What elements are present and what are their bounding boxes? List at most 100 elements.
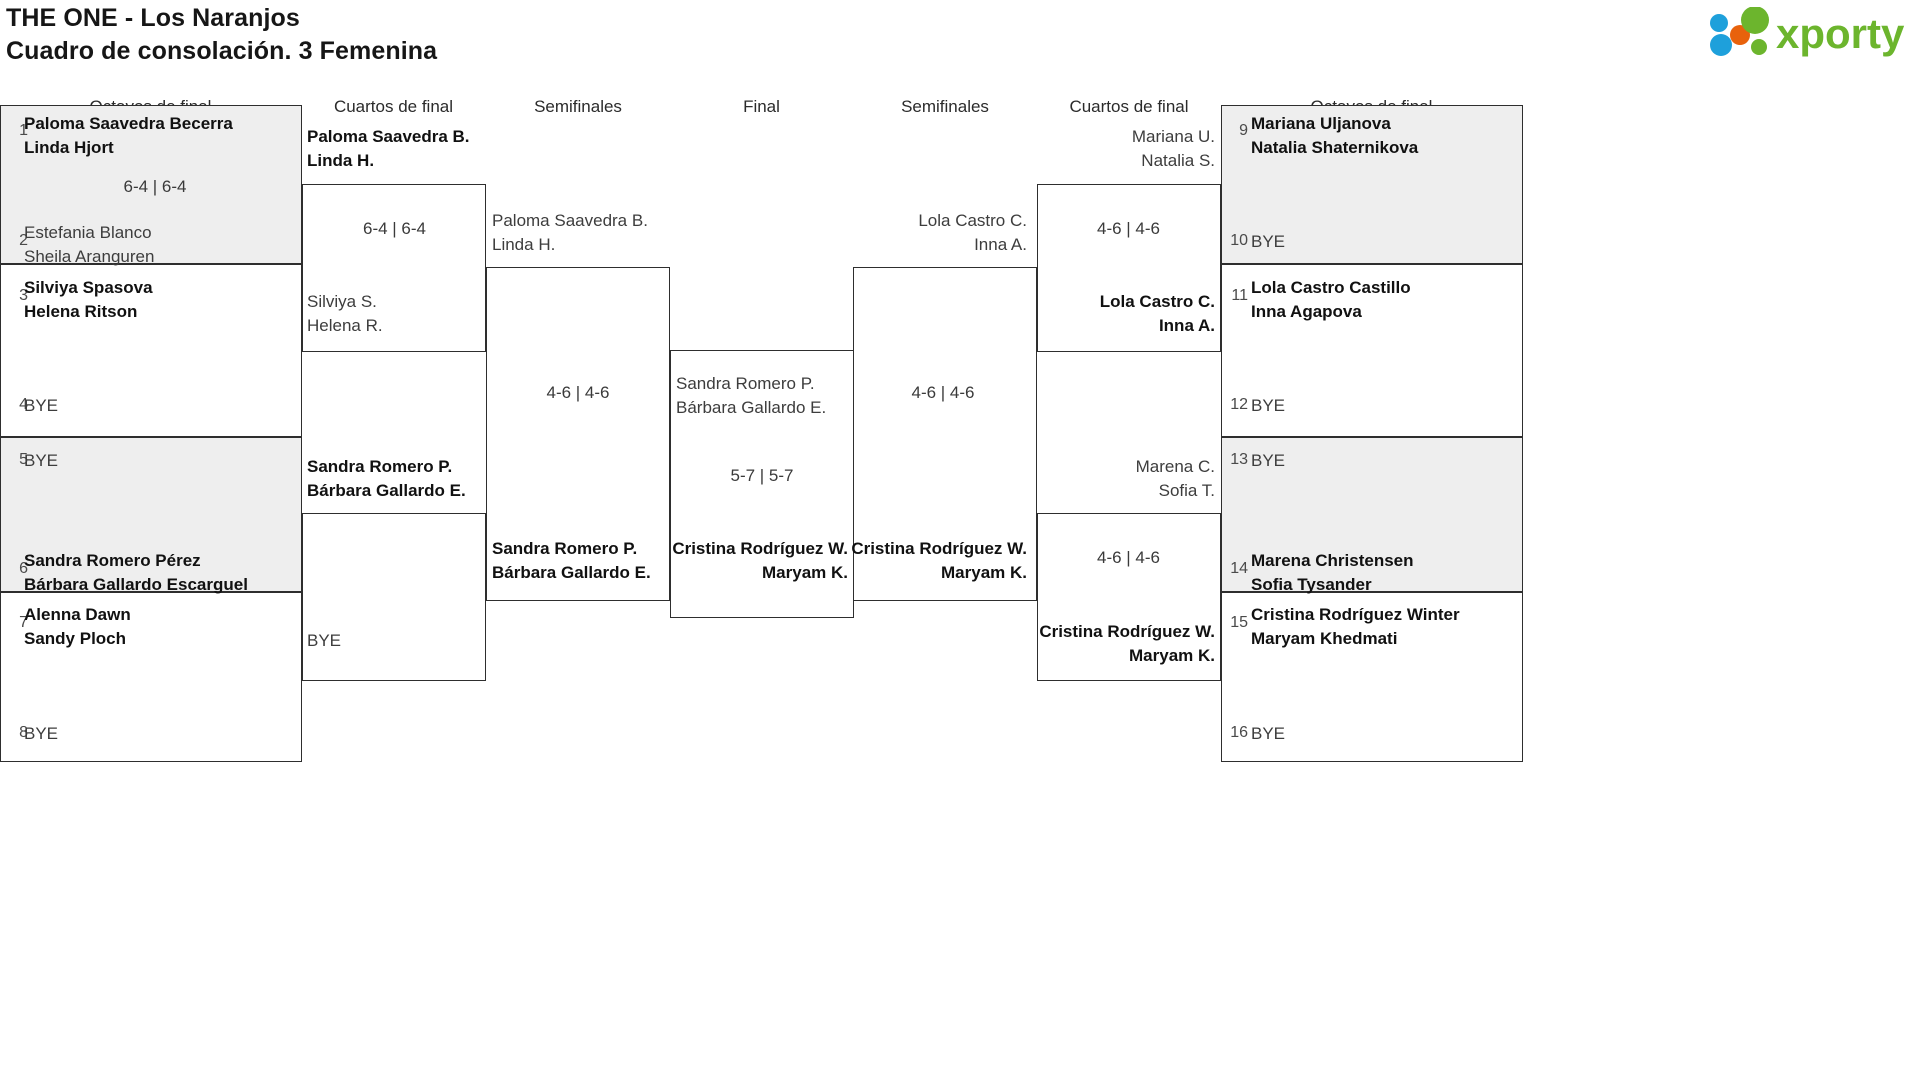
team-line-2: Helena R. — [307, 315, 383, 335]
team-line-1: Estefania Blanco — [24, 223, 152, 242]
team-line-2: Inna A. — [1158, 315, 1215, 335]
team-line-2: Linda Hjort — [24, 137, 114, 157]
team-line-1: Paloma Saavedra B. — [307, 127, 470, 146]
seed-11: 11 — [1231, 287, 1248, 304]
team-line-1: Sandra Romero Pérez — [24, 551, 201, 570]
xporty-logo[interactable]: xporty — [1706, 7, 1906, 59]
team-line-1: Marena Christensen — [1251, 551, 1414, 570]
team-line-2: Linda H. — [307, 150, 375, 170]
team-right-sf-2: Cristina Rodríguez W. Maryam K. — [843, 537, 1027, 584]
team-left-sf-1: Paloma Saavedra B. Linda H. — [492, 209, 648, 256]
page-title: THE ONE - Los Naranjos Cuadro de consola… — [6, 2, 437, 68]
team-left-sf-2: Sandra Romero P. Bárbara Gallardo E. — [492, 537, 651, 584]
team-right-qf-3: Marena C. Sofia T. — [1031, 455, 1215, 502]
seed-7: 7 — [19, 614, 28, 631]
team-line-2: Maryam K. — [762, 562, 848, 582]
match-box-left-sf-1[interactable] — [486, 267, 670, 601]
seed-13: 13 — [1230, 451, 1248, 468]
team-right-r16-4: BYE — [1251, 396, 1286, 415]
team-line-1: Cristina Rodríguez W. — [672, 539, 848, 558]
seed-6: 6 — [19, 560, 28, 577]
score-left-qf-1: 6-4 | 6-4 — [362, 219, 426, 238]
score-left-r16-1: 6-4 | 6-4 — [123, 177, 187, 196]
match-box-left-r16-1[interactable] — [0, 105, 302, 264]
svg-text:xporty: xporty — [1776, 10, 1905, 57]
match-box-right-r16-2[interactable] — [1221, 264, 1523, 437]
score-right-qf-2: 4-6 | 4-6 — [1096, 548, 1160, 567]
score-final: 5-7 | 5-7 — [730, 466, 794, 485]
team-line-1: Sandra Romero P. — [676, 374, 815, 393]
team-line-2: Inna A. — [974, 234, 1027, 254]
team-left-qf-1: Paloma Saavedra B. Linda H. — [307, 125, 470, 172]
seed-3: 3 — [19, 287, 28, 304]
seed-4: 4 — [19, 396, 28, 413]
team-final-top: Sandra Romero P. Bárbara Gallardo E. — [676, 372, 826, 419]
team-line-2: Linda H. — [492, 234, 556, 254]
team-right-qf-1: Mariana U. Natalia S. — [1031, 125, 1215, 172]
team-right-r16-3: Lola Castro Castillo Inna Agapova — [1251, 276, 1411, 323]
team-line-1: Lola Castro Castillo — [1251, 278, 1411, 297]
team-line-1: Cristina Rodríguez W. — [851, 539, 1027, 558]
team-right-r16-5: BYE — [1251, 451, 1286, 470]
team-right-r16-7: Cristina Rodríguez Winter Maryam Khedmat… — [1251, 603, 1460, 650]
round-header-semifinales-right: Semifinales — [901, 97, 989, 116]
team-line-2: Natalia S. — [1141, 150, 1215, 170]
team-line-1: Cristina Rodríguez Winter — [1251, 605, 1460, 624]
bracket-subtitle: Cuadro de consolación. 3 Femenina — [6, 37, 438, 65]
team-line-1: Lola Castro C. — [918, 211, 1027, 230]
team-line-2: Sofia T. — [1158, 480, 1215, 500]
team-right-r16-8: BYE — [1251, 724, 1286, 743]
team-line-2: Bárbara Gallardo E. — [676, 397, 827, 417]
seed-12: 12 — [1230, 396, 1248, 413]
team-right-qf-2: Lola Castro C. Inna A. — [1031, 290, 1215, 337]
team-line-2: Natalia Shaternikova — [1251, 137, 1419, 157]
seed-2: 2 — [19, 232, 28, 249]
team-right-r16-2: BYE — [1251, 232, 1286, 251]
team-line-1: Silviya Spasova — [24, 278, 153, 297]
match-box-right-qf-2[interactable] — [1037, 513, 1221, 681]
team-line-2: Maryam K. — [1129, 645, 1215, 665]
team-line-1: Lola Castro C. — [1099, 292, 1215, 311]
seed-8: 8 — [19, 724, 28, 741]
match-box-left-r16-2[interactable] — [0, 264, 302, 437]
team-line-2: Sofia Tysander — [1251, 574, 1372, 594]
team-line-2: Sandy Ploch — [24, 628, 127, 648]
match-box-left-qf-2[interactable] — [302, 513, 486, 681]
team-line-1: Marena C. — [1135, 457, 1215, 476]
round-header-cuartos-right: Cuartos de final — [1069, 97, 1189, 116]
match-box-right-r16-3[interactable] — [1221, 437, 1523, 592]
match-box-right-r16-1[interactable] — [1221, 105, 1523, 264]
team-line-2: Maryam Khedmati — [1251, 628, 1398, 648]
seed-15: 15 — [1230, 614, 1248, 631]
match-box-right-qf-1[interactable] — [1037, 184, 1221, 352]
team-left-qf-3: Sandra Romero P. Bárbara Gallardo E. — [307, 455, 466, 502]
match-box-left-r16-3[interactable] — [0, 437, 302, 592]
match-box-left-qf-1[interactable] — [302, 184, 486, 352]
team-line-2: Bárbara Gallardo E. — [307, 480, 466, 500]
team-left-r16-4: BYE — [24, 396, 59, 415]
team-left-r16-7: Alenna Dawn Sandy Ploch — [24, 603, 131, 650]
team-right-sf-1: Lola Castro C. Inna A. — [843, 209, 1027, 256]
team-right-r16-1: Mariana Uljanova Natalia Shaternikova — [1251, 112, 1418, 159]
team-right-qf-4: Cristina Rodríguez W. Maryam K. — [1031, 620, 1215, 667]
match-box-left-r16-4[interactable] — [0, 592, 302, 762]
seed-1: 1 — [19, 122, 28, 139]
seed-10: 10 — [1230, 232, 1248, 249]
team-line-1: Sandra Romero P. — [492, 539, 638, 558]
team-left-r16-2: Estefania Blanco Sheila Aranguren — [24, 221, 154, 268]
team-line-2: Inna Agapova — [1251, 301, 1362, 321]
team-line-1: Cristina Rodríguez W. — [1039, 622, 1215, 641]
score-right-sf-1: 4-6 | 4-6 — [911, 383, 975, 402]
team-left-r16-8: BYE — [24, 724, 59, 743]
team-right-r16-6: Marena Christensen Sofia Tysander — [1251, 549, 1414, 596]
team-line-1: Mariana Uljanova — [1251, 114, 1391, 133]
tournament-name: THE ONE - Los Naranjos — [6, 4, 300, 32]
team-left-r16-6: Sandra Romero Pérez Bárbara Gallardo Esc… — [24, 549, 248, 596]
team-left-r16-1: Paloma Saavedra Becerra Linda Hjort — [24, 112, 233, 159]
score-right-qf-1: 4-6 | 4-6 — [1096, 219, 1160, 238]
team-line-1: Paloma Saavedra Becerra — [24, 114, 233, 133]
match-box-right-sf-1[interactable] — [853, 267, 1037, 601]
match-box-right-r16-4[interactable] — [1221, 592, 1523, 762]
team-left-qf-2: Silviya S. Helena R. — [307, 290, 383, 337]
team-line-1: Silviya S. — [307, 292, 377, 311]
